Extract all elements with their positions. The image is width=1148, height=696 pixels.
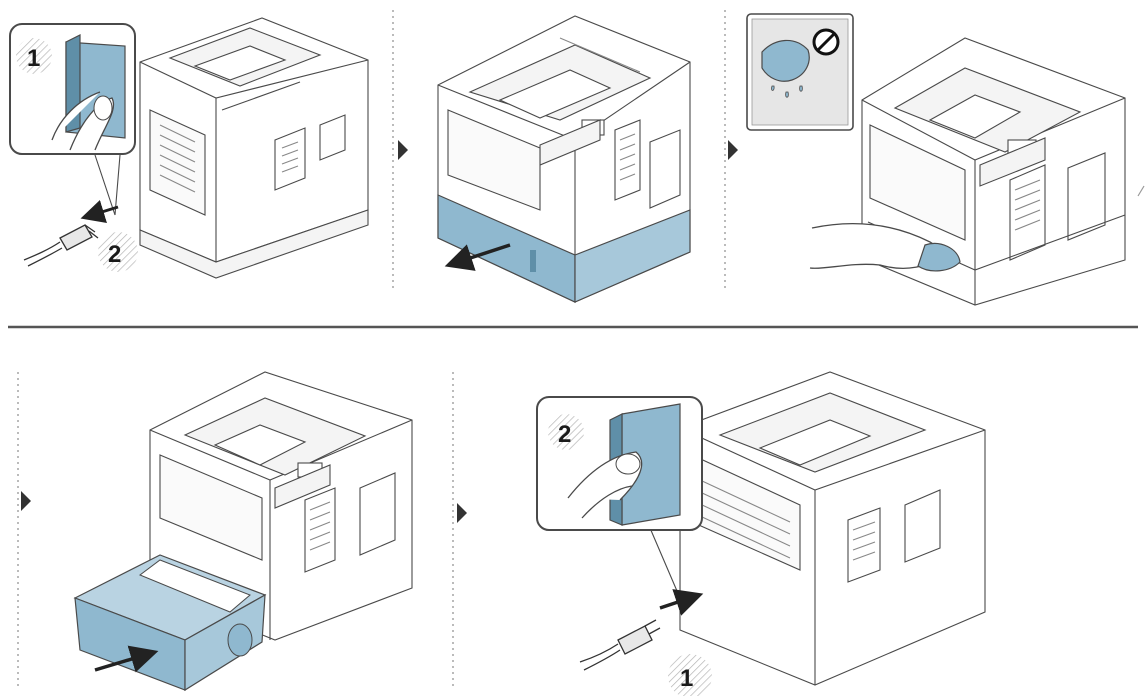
plug-in-arrow [659,589,704,616]
hand-with-cloth [809,222,961,272]
printer-illustration [139,17,369,279]
switch-step-number: 1 [27,45,40,72]
step-badge-hatch-2 [668,654,712,696]
power-switch-on-icon [567,403,681,526]
paper-tray [73,554,267,692]
unplug-arrow [80,200,119,223]
callout-pointer [649,527,681,599]
step-4-panel [73,371,413,692]
power-cord-plug-icon [579,619,661,671]
step-badge-hatch [548,414,584,450]
step-arrow-1 [398,140,408,160]
step-arrow-2 [728,140,738,160]
no-water-icon [761,28,840,98]
plug-step-number: 2 [108,241,121,268]
power-cord-plug-icon [23,224,99,267]
power-switch-off-icon [51,34,126,151]
printer-illustration [861,37,1126,306]
step-3-panel [746,13,1145,306]
push-tray-arrow [94,645,159,673]
step-arrow-3 [21,491,31,511]
printer-illustration [679,371,986,686]
step-arrow-4 [457,503,467,523]
paper-tray [437,194,691,303]
step-5-panel: 2 1 [536,371,986,696]
callout-pointer [94,154,121,216]
plug-step-number: 1 [680,665,693,692]
switch-step-number: 2 [558,421,571,448]
step-badge-hatch [16,38,52,74]
step-2-panel [437,15,691,303]
printer-illustration [149,371,413,641]
step-1-panel: 1 2 [9,17,369,279]
step-badge-hatch-2 [98,232,138,272]
edge-mark [1137,185,1145,197]
pull-tray-arrow [444,243,511,271]
